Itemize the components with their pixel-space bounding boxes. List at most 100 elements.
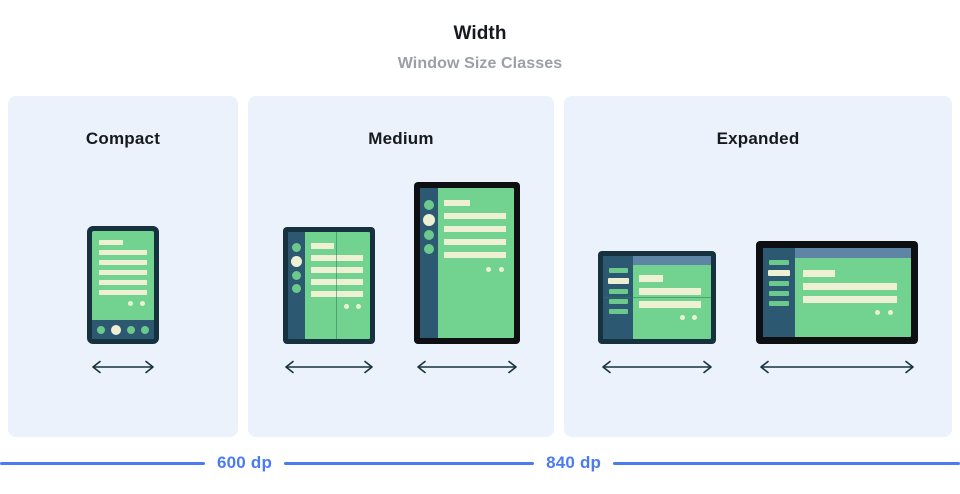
content-bar [99,260,147,265]
top-app-bar [795,248,911,258]
resize-arrow-icon [602,360,712,374]
diagram-header: Width Window Size Classes [0,22,960,74]
navigation-rail [288,232,305,339]
rail-item-dot-active [291,256,302,267]
rail-item-bar [609,289,628,294]
device-group-compact [8,176,238,376]
content-bar [311,255,363,261]
navigation-rail [420,188,438,338]
size-class-panels: Compact [8,96,952,437]
panel-medium: Medium [248,96,554,437]
scale-rule-medium [284,461,535,465]
panel-label-medium: Medium [368,129,434,148]
content-bar [444,200,470,206]
content-bar [803,296,897,303]
content-bar [639,301,701,308]
content-bar [99,270,147,275]
resize-arrow-icon [92,360,154,374]
device-phone-wrap [87,226,159,376]
tablet-landscape-screen [763,248,911,337]
rail-item-dot [292,243,301,252]
rail-item-dot [424,230,434,240]
top-app-bar [633,256,711,265]
content-bar [639,275,663,282]
rail-item-dot-active [423,214,435,226]
content-dot [344,304,349,309]
content-bar [311,291,363,297]
content-bar [444,239,506,245]
scale-rule-expanded [613,461,960,465]
device-group-expanded [564,176,952,376]
foldable-screen [288,232,370,339]
panel-label-expanded: Expanded [716,129,800,148]
breakpoint-label-840dp: 840 dp [546,453,602,472]
device-group-medium [248,176,554,376]
rail-item-dot [424,244,434,254]
nav-item-dot-active [111,325,121,335]
scale-rule-compact [0,461,205,465]
content-bar [99,250,147,255]
device-phone [87,226,159,344]
content-bar [803,283,897,290]
content-bar [444,252,506,258]
content-dot [486,267,491,272]
breakpoint-scale: 600 dp 840 dp [0,450,960,476]
navigation-rail [763,248,795,337]
rail-item-dot [292,271,301,280]
rail-item-dot [424,200,434,210]
content-bar [444,213,506,219]
panel-label-compact: Compact [85,129,161,148]
foldable-landscape-screen [603,256,711,339]
content-bar [444,226,506,232]
rail-item-bar [609,299,628,304]
rail-item-bar [609,268,628,273]
content-bar [99,280,147,285]
page-title: Width [453,23,507,44]
content-dot [140,301,145,306]
panel-expanded: Expanded [564,96,952,437]
content-bar [311,279,363,285]
content-dot [356,304,361,309]
nav-item-dot [127,326,135,334]
panel-compact: Compact [8,96,238,437]
rail-item-dot [292,284,301,293]
nav-item-dot [97,326,105,334]
rail-item-bar [609,309,628,314]
device-tablet-landscape [756,241,918,344]
fold-seam [603,297,711,298]
content-dot [128,301,133,306]
resize-arrow-icon [417,360,517,374]
content-dot [499,267,504,272]
rail-item-bar-active [608,278,629,284]
page-subtitle: Window Size Classes [397,55,563,72]
content-bar [311,243,334,249]
device-foldable-landscape-wrap [598,251,716,376]
phone-screen [92,231,154,339]
device-tablet-portrait-wrap [413,182,521,376]
content-dot [692,315,697,320]
content-bar [99,290,147,295]
content-dot [680,315,685,320]
rail-item-bar [769,281,789,286]
rail-item-bar [769,291,789,296]
content-bar [639,288,701,295]
content-dot [888,310,893,315]
rail-item-bar [769,301,789,306]
bottom-navigation-bar [92,320,154,339]
device-foldable-portrait [283,227,375,344]
device-tablet-portrait [414,182,520,344]
device-tablet-landscape-wrap [756,241,918,376]
content-bar [311,267,363,273]
content-dot [875,310,880,315]
tablet-portrait-screen [420,188,514,338]
content-bar [803,270,835,277]
fold-seam [336,232,337,339]
breakpoint-label-600dp: 600 dp [217,453,273,472]
device-foldable-portrait-wrap [281,227,377,376]
device-foldable-landscape [598,251,716,344]
rail-item-bar [769,260,789,265]
resize-arrow-icon [285,360,373,374]
resize-arrow-icon [760,360,914,374]
nav-item-dot [141,326,149,334]
